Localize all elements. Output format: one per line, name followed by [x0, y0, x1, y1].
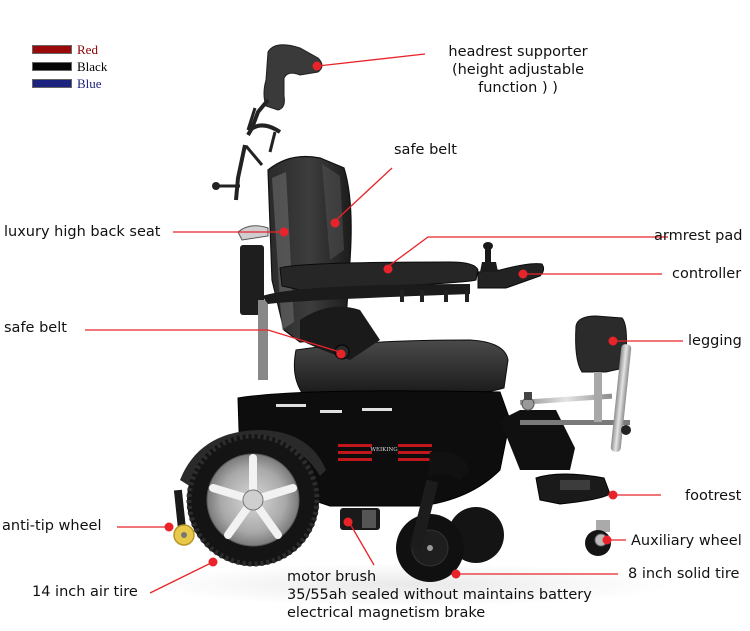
- rear-wheel-14-inch: [186, 433, 320, 567]
- label-controller: controller: [672, 266, 742, 282]
- svg-text:WEIKING: WEIKING: [370, 447, 397, 453]
- black-swatch: [32, 62, 72, 71]
- motor-line1: motor brush: [287, 569, 377, 585]
- headrest-line2: (height adjustable: [451, 62, 585, 78]
- brand-plate: WEIKING: [338, 444, 432, 461]
- color-legend: Red Black Blue: [32, 41, 107, 92]
- red-swatch: [32, 45, 72, 54]
- label-footrest: footrest: [685, 488, 742, 504]
- legend-item-red: Red: [32, 41, 107, 58]
- legend-label-blue: Blue: [77, 76, 102, 91]
- safety-belt: [300, 306, 380, 360]
- label-14-inch-air-tire: 14 inch air tire: [32, 584, 138, 600]
- label-armrest-pad: armrest pad: [654, 228, 743, 244]
- label-headrest-supporter: headrest supporter (height adjustable fu…: [428, 43, 608, 97]
- legrest-assembly: [500, 315, 632, 505]
- callout-dots: [164, 61, 618, 579]
- label-anti-tip-wheel: anti-tip wheel: [2, 518, 102, 534]
- headrest-line3: function ) ): [478, 80, 558, 96]
- legend-item-black: Black: [32, 58, 107, 75]
- armrest: [262, 261, 479, 304]
- label-safe-belt-top: safe belt: [394, 142, 457, 158]
- joystick-controller: [477, 242, 545, 289]
- legend-label-red: Red: [77, 42, 98, 57]
- label-auxiliary-wheel: Auxiliary wheel: [631, 533, 742, 549]
- legend-item-blue: Blue: [32, 75, 107, 92]
- label-legging: legging: [688, 333, 742, 349]
- leg-pad: [575, 315, 627, 373]
- label-safe-belt-left: safe belt: [4, 320, 67, 336]
- anti-tip-wheel: [173, 489, 195, 546]
- blue-swatch: [32, 79, 72, 88]
- motor-line2: 35/55ah sealed without maintains battery: [287, 587, 592, 603]
- headrest-line1: headrest supporter: [448, 44, 588, 60]
- motor-line3: electrical magnetism brake: [287, 605, 486, 621]
- label-luxury-high-back-seat: luxury high back seat: [4, 224, 161, 240]
- legend-label-black: Black: [77, 59, 108, 74]
- headrest: [212, 44, 323, 201]
- label-8-inch-solid-tire: 8 inch solid tire: [628, 566, 740, 582]
- callout-lines: [85, 53, 683, 594]
- label-motor-battery-brake: motor brush 35/55ah sealed without maint…: [287, 568, 592, 622]
- front-wheel-8-inch: [396, 451, 504, 582]
